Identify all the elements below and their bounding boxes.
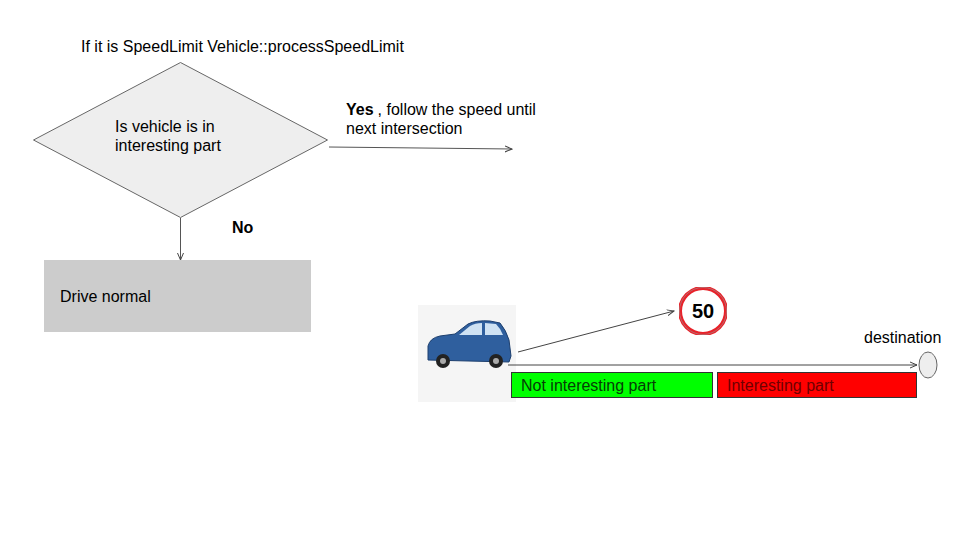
diamond-shape [34,63,328,218]
branch-note: Yes, follow the speed until next interse… [346,100,546,138]
speed-limit-sign: 50 [679,287,727,335]
branch-answer: Yes [346,101,374,118]
route-band: Interesting part [717,372,917,398]
node-text: Is vehicle is in interesting part [115,117,255,155]
branch-note-text: , follow the speed until next intersecti… [346,101,536,137]
decision-diamond: Is vehicle is in interesting part [33,62,328,218]
connector [180,218,181,260]
diagram-title: If it is SpeedLimit Vehicle::processSpee… [81,38,404,56]
node-text: destination [864,328,941,347]
node-text: 50 [692,300,714,322]
sign-ring [680,288,726,334]
route-band: Not interesting part [511,372,713,398]
destination-shape [919,352,937,378]
car-illustration [418,305,516,402]
node-text: Interesting part [727,376,834,395]
node-text: Not interesting part [521,376,656,395]
car-to-sign-line [518,311,674,352]
sign-rim [680,288,727,335]
edge-label: No [232,219,253,237]
diamond-text: Is vehicle is in interesting part [115,117,255,155]
route-line [508,365,917,366]
node-text: Drive normal [60,287,151,306]
process-box: Drive normal [44,260,311,332]
destination-ellipse [917,351,939,379]
yes-arrow [329,147,512,149]
